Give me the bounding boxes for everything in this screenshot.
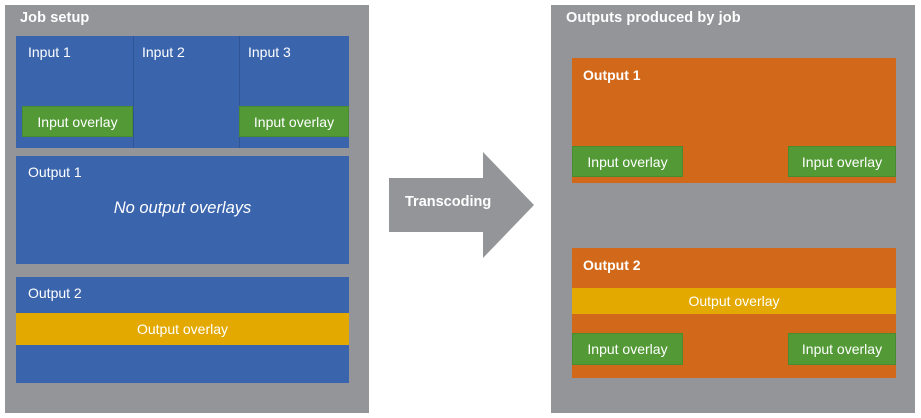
input-1-overlay-label: Input overlay bbox=[37, 113, 118, 130]
setup-output-2-label: Output 2 bbox=[28, 285, 82, 301]
setup-output-1-block bbox=[16, 156, 349, 264]
produced-output-2-label: Output 2 bbox=[583, 257, 641, 273]
setup-output-2-overlay-label: Output overlay bbox=[136, 321, 229, 337]
input-2-block bbox=[133, 36, 239, 148]
setup-output-1-label: Output 1 bbox=[28, 164, 82, 180]
produced-output-2-input-overlay-right-label: Input overlay bbox=[801, 341, 883, 357]
input-3-overlay-label: Input overlay bbox=[253, 113, 335, 130]
produced-output-1-input-overlay-left: Input overlay bbox=[572, 146, 683, 177]
setup-output-2-overlay-block: Output overlay bbox=[16, 313, 349, 345]
outputs-panel-title: Outputs produced by job bbox=[566, 10, 741, 26]
input-divider-1 bbox=[133, 36, 134, 148]
produced-output-2-input-overlay-left-label: Input overlay bbox=[587, 341, 668, 357]
input-2-label: Input 2 bbox=[142, 44, 185, 60]
input-1-overlay-block: Input overlay bbox=[22, 106, 133, 137]
produced-output-2-input-overlay-right: Input overlay bbox=[788, 333, 896, 365]
transcoding-arrow bbox=[389, 152, 534, 258]
transcoding-arrow-shape bbox=[389, 152, 534, 258]
produced-output-1-label: Output 1 bbox=[583, 67, 641, 83]
produced-output-1-input-overlay-right: Input overlay bbox=[788, 146, 896, 177]
transcoding-arrow-label: Transcoding bbox=[405, 194, 492, 210]
input-3-overlay-block: Input overlay bbox=[239, 106, 349, 137]
job-setup-panel-title: Job setup bbox=[20, 10, 90, 26]
produced-output-2-output-overlay: Output overlay bbox=[572, 288, 896, 314]
produced-output-2-input-overlay-left: Input overlay bbox=[572, 333, 683, 365]
input-3-label: Input 3 bbox=[248, 44, 291, 60]
produced-output-2-output-overlay-label: Output overlay bbox=[688, 293, 780, 309]
input-divider-2 bbox=[239, 36, 240, 148]
produced-output-1-input-overlay-left-label: Input overlay bbox=[587, 153, 668, 170]
setup-output-1-note: No output overlays bbox=[113, 199, 252, 217]
input-1-label: Input 1 bbox=[28, 44, 71, 60]
produced-output-1-input-overlay-right-label: Input overlay bbox=[801, 153, 883, 170]
